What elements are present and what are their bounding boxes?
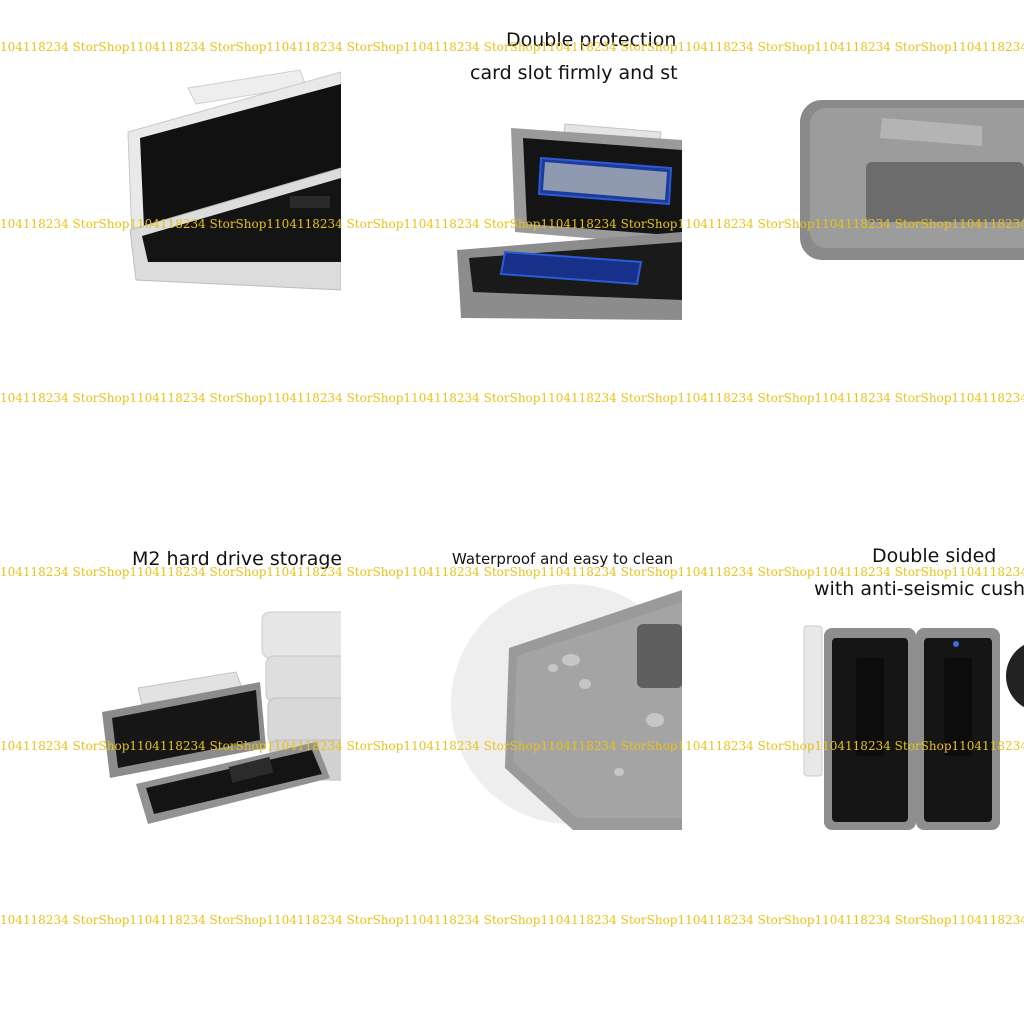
watermark-row-4: 104118234 StorShop1104118234 StorShop110… [0,565,1024,579]
m2-storage-illustration [102,611,341,824]
ssd-case-illustration [457,123,682,320]
double-sided-illustration [803,625,1024,830]
product-photo-closed-case [682,0,1024,341]
product-photo-waterproof: Waterproof and easy to clean [341,512,682,853]
waterproof-illustration [451,584,682,830]
subheadline-card-slot: card slot firmly and st [470,62,678,84]
closed-case-illustration [800,100,1024,260]
headline-double-sided: Double sided [872,545,997,567]
watermark-row-3: 104118234 StorShop1104118234 StorShop110… [0,391,1024,405]
open-case-illustration [127,69,341,291]
watermark-row-6: 104118234 StorShop1104118234 StorShop110… [0,913,1024,927]
product-photo-open-clear-case [0,0,341,341]
headline-waterproof: Waterproof and easy to clean [452,550,674,568]
watermark-row-1: 104118234 StorShop1104118234 StorShop110… [0,40,1024,54]
watermark-row-5: 104118234 StorShop1104118234 StorShop110… [0,739,1024,753]
product-photo-ssd-in-case: Double protection card slot firmly and s… [341,0,682,341]
headline-m2-storage: M2 hard drive storage [132,548,341,570]
subheadline-anti-seismic: with anti-seismic cush [814,578,1024,600]
product-photo-m2-storage: M2 hard drive storage [0,512,341,853]
product-photo-double-sided: Double sided with anti-seismic cush [682,512,1024,853]
watermark-row-2: 104118234 StorShop1104118234 StorShop110… [0,217,1024,231]
headline-double-protection: Double protection [506,29,677,51]
